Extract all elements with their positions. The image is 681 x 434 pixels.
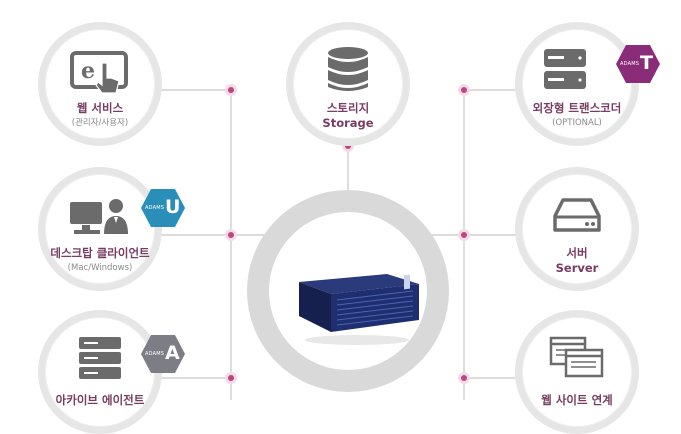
dot-web-service [225,84,237,96]
node-desktop-client: 데스크탑 클라이언트 (Mac/Windows) [38,167,162,291]
adams-a-badge: ADAMS A [140,334,186,374]
storage-label: 스토리지 [326,101,370,115]
dot-archive-agent [225,372,237,384]
web-service-label: 웹 서비스 [76,101,124,115]
node-server: 서버 Server [515,167,639,291]
node-storage: 스토리지 Storage [286,22,410,146]
web-site-link-label: 웹 사이트 연계 [541,393,613,407]
node-web-site-link: 웹 사이트 연계 [515,310,639,434]
desktop-client-label: 데스크탑 클라이언트 [50,246,150,260]
adams-t-badge: ADAMS T [615,44,661,84]
hexagon-icon [141,335,185,373]
badge-t-letter: T [640,52,653,74]
badge-t-word: ADAMS [620,61,640,67]
server-sub: Server [555,261,599,275]
server-box-icon [544,49,586,89]
dot-transcoder [458,84,470,96]
hard-drive-icon [553,198,601,232]
rack-server-icon [299,274,419,345]
architecture-diagram: e 웹 서비스 (관리자/사용자) 스토리지 Storage 외장형 트랜스코더… [38,22,661,434]
connector-lines [161,84,520,400]
adams-u-badge: ADAMS U [140,188,186,228]
node-external-transcoder: 외장형 트랜스코더 (OPTIONAL) [515,22,639,146]
dot-desktop-client [225,229,237,241]
server-stack-icon [79,337,121,379]
transcoder-sub: (OPTIONAL) [552,118,602,128]
badge-u-letter: U [165,196,181,218]
desktop-user-icon [70,199,128,234]
badge-a-word: ADAMS [145,351,165,357]
hexagon-icon [616,45,660,83]
dot-web-site [458,372,470,384]
badge-u-word: ADAMS [145,205,165,211]
badge-a-letter: A [165,342,180,364]
tablet-touch-icon: e [70,51,128,93]
center-server-ring [247,190,449,392]
database-icon [328,47,368,91]
dot-server [458,229,470,241]
storage-sub: Storage [322,116,374,130]
svg-text:e: e [81,58,95,84]
desktop-client-sub: (Mac/Windows) [67,263,133,273]
node-web-service: e 웹 서비스 (관리자/사용자) [38,22,162,146]
connector-dots [225,84,470,384]
web-pages-icon [549,336,604,378]
transcoder-label: 외장형 트랜스코더 [532,101,622,115]
server-label: 서버 [566,246,588,260]
hexagon-icon [141,189,185,227]
web-service-sub: (관리자/사용자) [71,118,129,128]
archive-agent-label: 아카이브 에이전트 [55,393,145,407]
